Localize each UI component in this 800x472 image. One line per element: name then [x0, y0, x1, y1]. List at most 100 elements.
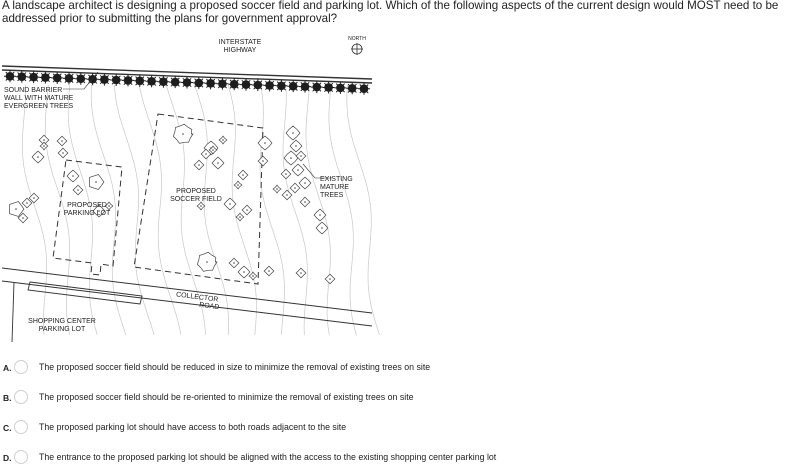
north-arrow-icon	[351, 43, 363, 55]
choice-text[interactable]: The proposed soccer field should be redu…	[39, 362, 430, 372]
evergreen-tree-icon	[252, 79, 264, 91]
evergreen-tree-icon	[205, 77, 217, 89]
choice-d[interactable]: D. The entrance to the proposed parking …	[0, 448, 800, 472]
existing-tree-icon	[67, 170, 79, 182]
existing-tree-icon	[264, 266, 274, 276]
choice-text[interactable]: The proposed soccer field should be re-o…	[39, 392, 414, 402]
label-sound-barrier-2: WALL WITH MATURE	[4, 95, 74, 102]
existing-tree-icon	[258, 156, 268, 166]
existing-tree-icon	[234, 181, 242, 189]
existing-tree-icon	[57, 136, 67, 146]
evergreen-tree-icon	[287, 80, 299, 92]
label-north: NORTH	[348, 36, 366, 42]
contour-line	[283, 85, 307, 335]
existing-tree-icon	[325, 274, 335, 284]
label-parking-2: PARKING LOT	[64, 210, 111, 217]
choice-text[interactable]: The proposed parking lot should have acc…	[39, 422, 346, 432]
evergreen-tree-icon	[311, 81, 323, 93]
site-plan-diagram: INTERSTATE HIGHWAY NORTH SOUND BARRIER W…	[0, 30, 380, 342]
evergreen-tree-icon	[4, 70, 16, 82]
existing-tree-icon	[258, 136, 272, 150]
existing-tree-icon	[296, 151, 306, 161]
existing-tree-icon	[58, 148, 68, 158]
evergreen-tree-icon	[51, 72, 63, 84]
label-highway: HIGHWAY	[224, 47, 257, 54]
shopping-center-parking-lot	[12, 282, 142, 342]
contour-line	[260, 85, 284, 335]
evergreen-tree-icon	[122, 74, 134, 86]
label-shopping-1: SHOPPING CENTER	[28, 318, 96, 325]
existing-tree-icon	[299, 177, 311, 189]
choice-letter: B.	[3, 393, 12, 403]
evergreen-tree-icon	[16, 71, 28, 83]
choice-a[interactable]: A. The proposed soccer field should be r…	[0, 358, 800, 382]
evergreen-tree-icon	[323, 82, 335, 94]
existing-tree-icon	[316, 222, 328, 234]
radio-button[interactable]	[14, 450, 28, 464]
existing-tree-icon	[300, 197, 310, 207]
evergreen-tree-icon	[134, 75, 146, 87]
evergreen-tree-icon	[358, 83, 370, 95]
existing-tree-icon	[194, 160, 204, 170]
existing-tree-icon	[290, 183, 300, 193]
label-soccer-1: PROPOSED	[176, 188, 216, 195]
existing-tree-icon	[284, 151, 298, 165]
evergreen-tree-icon	[275, 80, 287, 92]
choice-b[interactable]: B. The proposed soccer field should be r…	[0, 388, 800, 412]
existing-tree-icon	[236, 213, 244, 221]
existing-tree-icon	[282, 190, 292, 200]
existing-tree-icon	[197, 202, 205, 210]
existing-tree-icon	[249, 272, 257, 280]
choice-text[interactable]: The entrance to the proposed parking lot…	[39, 452, 496, 462]
existing-tree-icon	[219, 136, 227, 144]
label-existing-trees-2: MATURE	[320, 184, 349, 191]
existing-tree-icon	[281, 169, 291, 179]
evergreen-tree-icon	[240, 79, 252, 91]
proposed-parking-lot-outline	[53, 160, 122, 275]
choice-letter: C.	[3, 423, 12, 433]
existing-tree-icon	[212, 157, 224, 169]
contour-line	[306, 85, 331, 335]
evergreen-tree-icon	[110, 74, 122, 86]
existing-tree-icon	[286, 126, 300, 140]
existing-tree-icon	[229, 258, 239, 268]
label-sound-barrier-3: EVERGREEN TREES	[4, 103, 73, 110]
existing-tree-icon	[238, 266, 250, 278]
radio-button[interactable]	[14, 390, 28, 404]
question-text: A landscape architect is designing a pro…	[2, 0, 792, 25]
existing-mature-trees	[10, 124, 335, 284]
label-parking-1: PROPOSED	[67, 202, 107, 209]
existing-tree-icon	[238, 170, 248, 180]
evergreen-tree-icon	[299, 81, 311, 93]
evergreen-tree-icon	[75, 73, 87, 85]
evergreen-tree-icon	[193, 77, 205, 89]
evergreen-tree-icon	[98, 74, 110, 86]
choice-letter: D.	[3, 453, 12, 463]
evergreen-tree-icon	[181, 77, 193, 89]
evergreen-tree-icon	[63, 72, 75, 84]
evergreen-tree-icon	[228, 78, 240, 90]
existing-tree-icon	[242, 205, 252, 215]
label-existing-trees-3: TREES	[320, 192, 344, 199]
existing-tree-icon	[73, 185, 83, 195]
evergreen-tree-icon	[334, 82, 346, 94]
existing-tree-icon	[290, 140, 302, 152]
choice-letter: A.	[3, 363, 12, 373]
evergreen-tree-icon	[169, 76, 181, 88]
existing-tree-icon	[173, 124, 193, 143]
existing-tree-icon	[292, 164, 304, 176]
choice-c[interactable]: C. The proposed parking lot should have …	[0, 418, 800, 442]
existing-tree-icon	[32, 151, 44, 163]
radio-button[interactable]	[14, 360, 28, 374]
evergreen-tree-icon	[264, 79, 276, 91]
contour-line	[139, 85, 181, 335]
evergreen-tree-icon	[39, 72, 51, 84]
label-soccer-2: SOCCER FIELD	[170, 196, 222, 203]
evergreen-tree-icon	[146, 75, 158, 87]
existing-tree-icon	[90, 175, 104, 190]
contour-line	[329, 85, 356, 335]
evergreen-tree-icon	[157, 76, 169, 88]
label-existing-trees-1: EXISTING	[320, 176, 353, 183]
radio-button[interactable]	[14, 420, 28, 434]
